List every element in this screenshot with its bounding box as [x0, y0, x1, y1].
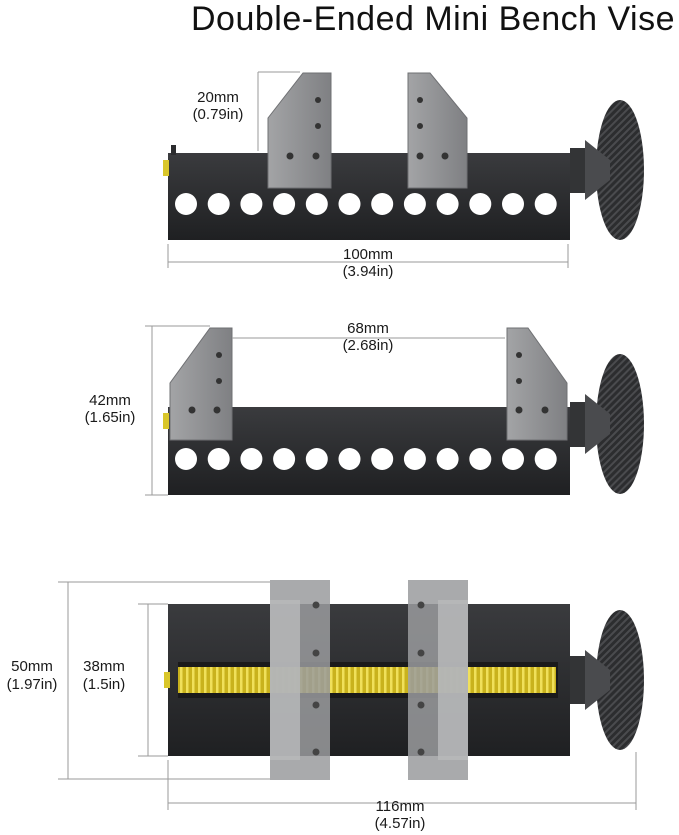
body-hole: [273, 193, 296, 215]
body-hole: [240, 448, 263, 470]
jaw-height-inch-label: (0.79in): [193, 106, 244, 123]
top-view-right-jaw-insert: [438, 600, 468, 760]
front-view-knob-cone: [585, 140, 610, 200]
front-view-left-post: [171, 145, 176, 155]
body-hole: [371, 193, 394, 215]
body-hole: [305, 193, 328, 215]
body-hole: [371, 448, 394, 470]
open-view-holes: [175, 448, 557, 470]
body-hole: [240, 193, 263, 215]
top-view-knob-cone: [585, 650, 610, 710]
jaw-height-mm-label: 20mm: [197, 89, 239, 106]
open-view: 68mm (2.68in) 42mm (1.65in): [85, 320, 644, 496]
body-hole: [403, 193, 426, 215]
open-view-knob-cone: [585, 394, 610, 454]
open-view-yellow-tip: [163, 413, 169, 429]
body-hole: [436, 193, 459, 215]
body-hole: [502, 193, 524, 215]
open-view-jaw-holes: [188, 352, 549, 414]
front-view: 20mm (0.79in) 100mm (3.94in): [163, 71, 644, 280]
open-view-right-jaw: [506, 327, 568, 441]
front-view-jaw-holes: [286, 97, 449, 160]
jaw-opening-mm-label: 68mm: [347, 320, 389, 337]
top-view-knob: [596, 610, 644, 750]
total-height-mm-label: 42mm: [89, 392, 131, 409]
body-hole: [207, 448, 230, 470]
overall-width-mm-label: 50mm: [11, 658, 53, 675]
base-length-inch-label: (3.94in): [343, 263, 394, 280]
body-hole: [273, 448, 296, 470]
body-hole: [175, 448, 197, 470]
front-view-holes: [175, 193, 557, 215]
front-view-left-jaw: [267, 72, 332, 189]
body-hole: [305, 448, 328, 470]
top-view-lead-screw: [178, 667, 556, 693]
base-length-mm-label: 100mm: [343, 246, 393, 263]
body-hole: [469, 448, 492, 470]
overall-width-inch-label: (1.97in): [7, 676, 58, 693]
jaw-opening-inch-label: (2.68in): [343, 337, 394, 354]
base-width-mm-label: 38mm: [83, 658, 125, 675]
body-hole: [403, 448, 426, 470]
open-view-body: [168, 407, 570, 495]
open-view-knob: [596, 354, 644, 494]
body-hole: [207, 193, 230, 215]
base-width-inch-label: (1.5in): [83, 676, 126, 693]
top-view: 50mm (1.97in) 38mm (1.5in) 116mm (4.57in…: [7, 580, 644, 832]
front-view-right-jaw: [407, 72, 468, 189]
front-view-body: [168, 153, 570, 240]
page-title: Double-Ended Mini Bench Vise: [0, 0, 679, 40]
overall-length-mm-label: 116mm: [376, 798, 425, 815]
body-hole: [338, 448, 361, 470]
body-hole: [338, 193, 361, 215]
body-hole: [436, 448, 459, 470]
front-view-yellow-tip: [163, 160, 169, 176]
total-height-inch-label: (1.65in): [85, 409, 136, 426]
overall-length-inch-label: (4.57in): [375, 815, 426, 832]
top-view-jaw-holes: [312, 601, 425, 756]
body-hole: [534, 193, 557, 215]
top-view-screw-tip: [164, 672, 170, 688]
open-view-left-jaw: [169, 327, 233, 441]
body-hole: [469, 193, 492, 215]
body-hole: [502, 448, 524, 470]
body-hole: [175, 193, 197, 215]
top-view-left-jaw-insert: [270, 600, 300, 760]
title-text: Double-Ended Mini Bench Vise: [191, 0, 675, 38]
body-hole: [534, 448, 557, 470]
front-view-knob: [596, 100, 644, 240]
